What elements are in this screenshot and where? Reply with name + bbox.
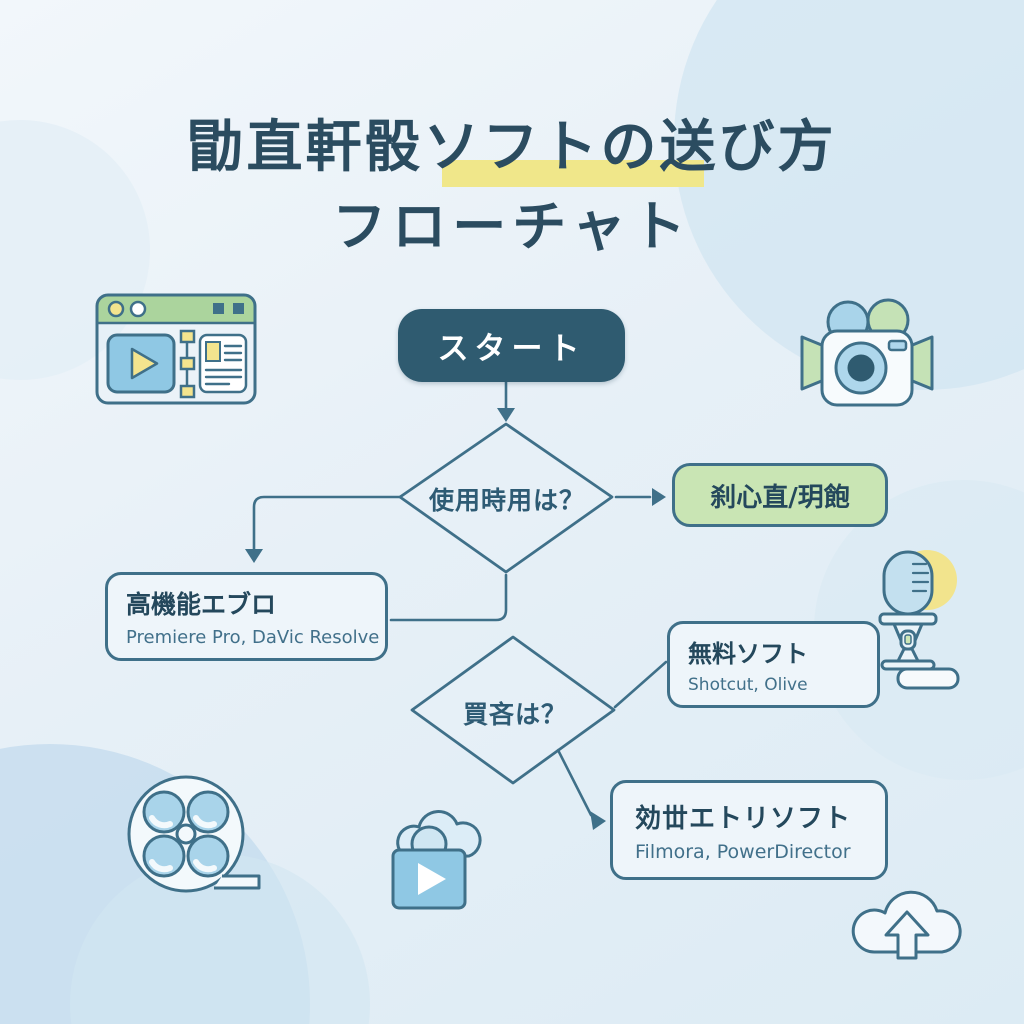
connector-decision2-to-beginner xyxy=(556,748,593,817)
result-simple-node: 刹心直/玥飽 xyxy=(672,463,888,527)
cloud-video-icon xyxy=(391,810,482,910)
result-beginner-subtitle: Filmora, PowerDirector xyxy=(635,840,851,863)
arrowhead-right-1 xyxy=(652,488,666,506)
result-pro-title: 高機能エブロ xyxy=(126,590,277,619)
result-free-subtitle: Shotcut, Olive xyxy=(688,675,808,695)
start-node: スタート xyxy=(398,309,625,382)
result-free-node: 無料ソフト Shotcut, Olive xyxy=(667,621,880,708)
arrowhead-down-1 xyxy=(497,408,515,422)
result-beginner-title: 効丗エトリソフト xyxy=(635,803,852,834)
decision-budget-label: 買吝は？ xyxy=(462,700,567,729)
title-highlight xyxy=(442,160,704,187)
result-beginner-node: 効丗エトリソフト Filmora, PowerDirector xyxy=(610,780,888,880)
start-node-label: スタート xyxy=(437,331,586,367)
microphone-icon xyxy=(878,550,960,690)
connector-decision1-to-pro-side xyxy=(389,573,508,622)
result-pro-node: 高機能エブロ Premiere Pro, DaVic Resolve xyxy=(105,572,388,661)
arrowhead-down-2 xyxy=(245,549,263,563)
connector-decision2-to-free xyxy=(613,660,668,709)
result-simple-label: 刹心直/玥飽 xyxy=(710,482,850,513)
decision-usage-label: 使用時用は？ xyxy=(428,486,585,515)
cloud-upload-icon xyxy=(851,890,962,960)
page-title-line2: フローチャト xyxy=(332,195,692,258)
result-pro-subtitle: Premiere Pro, DaVic Resolve xyxy=(126,627,380,648)
decision-usage-diamond xyxy=(398,422,614,574)
decision-budget-diamond xyxy=(410,635,616,785)
arrowhead-right-2 xyxy=(590,811,606,830)
video-editor-window-icon xyxy=(95,293,257,405)
film-reel-icon xyxy=(127,775,261,893)
result-free-title: 無料ソフト xyxy=(688,640,808,668)
video-camera-icon xyxy=(800,298,934,407)
page-title-line1: 勖直軒骰ソフトの送び方 xyxy=(187,115,837,180)
connector-decision1-to-pro-top xyxy=(252,495,402,551)
